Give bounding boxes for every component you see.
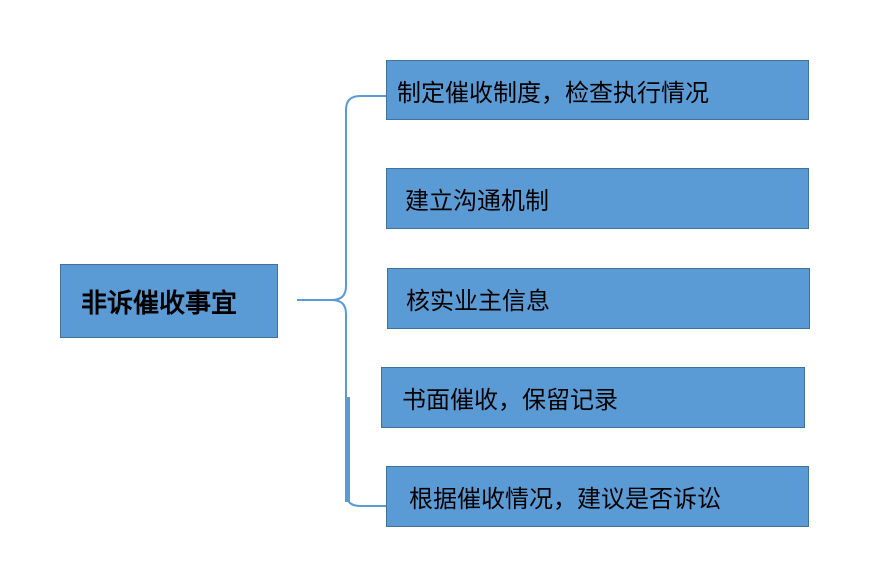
connector-lower-bracket bbox=[331, 299, 386, 507]
child-node-5: 根据催收情况，建议是否诉讼 bbox=[386, 466, 809, 527]
child-node-2: 建立沟通机制 bbox=[386, 168, 809, 229]
root-node: 非诉催收事宜 bbox=[60, 264, 278, 338]
child-label-4: 书面催收，保留记录 bbox=[402, 386, 618, 414]
root-label: 非诉催收事宜 bbox=[81, 288, 238, 319]
child-label-2: 建立沟通机制 bbox=[405, 187, 549, 215]
child-label-1: 制定催收制度，检查执行情况 bbox=[397, 78, 709, 107]
child-label-5: 根据催收情况，建议是否诉讼 bbox=[409, 485, 721, 513]
child-node-4: 书面催收，保留记录 bbox=[381, 367, 805, 428]
connector-main-bracket bbox=[297, 95, 386, 301]
child-node-3: 核实业主信息 bbox=[387, 268, 810, 329]
child-label-3: 核实业主信息 bbox=[406, 287, 550, 315]
connector-thick-segment bbox=[345, 397, 350, 502]
child-node-1: 制定催收制度，检查执行情况 bbox=[386, 60, 809, 120]
